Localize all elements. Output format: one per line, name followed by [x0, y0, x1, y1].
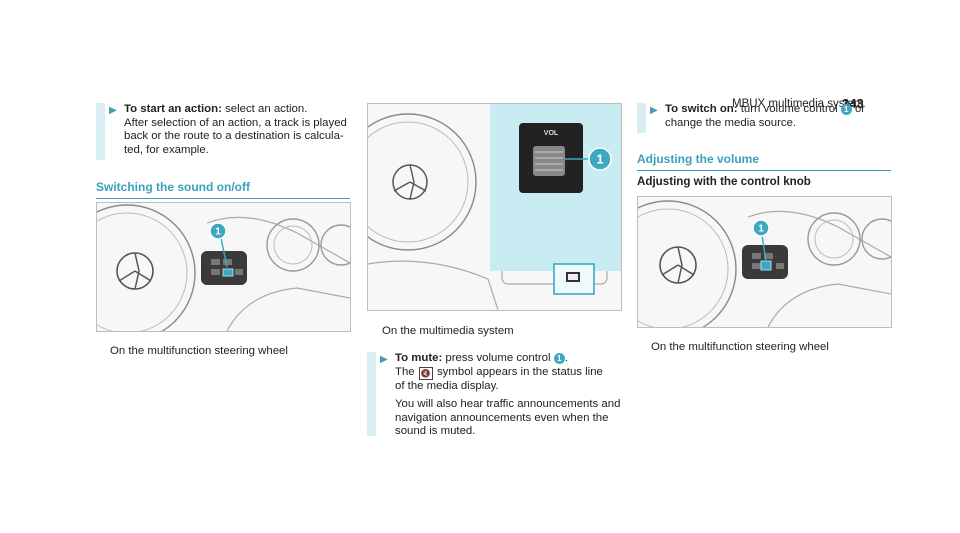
section-heading-adjusting-volume: Adjusting the volume [637, 152, 891, 171]
step-text: press volume control [445, 352, 551, 364]
svg-text:1: 1 [758, 224, 764, 235]
step-bar [637, 103, 646, 133]
svg-text:1: 1 [596, 152, 603, 167]
figure-caption: On the multifunction steering wheel [651, 341, 829, 353]
step-line: You will also hear traffic announcements… [395, 398, 621, 411]
step-line: back or the route to a destination is ca… [124, 130, 344, 143]
step-line: After selection of an action, a track is… [124, 116, 347, 129]
step-bar [96, 103, 105, 160]
step-text: select an action. [225, 103, 308, 115]
step-line: of the media display. [395, 379, 499, 392]
step-line: navigation announcements even when the [395, 411, 609, 424]
step-text: symbol appears in the status line [436, 365, 603, 378]
svg-text:1: 1 [215, 227, 221, 238]
step-text: turn volume control [740, 103, 838, 115]
vol-label: VOL [544, 130, 559, 137]
speaker-muted-icon: 🔇 [418, 366, 433, 380]
callout-badge: 1 [840, 104, 852, 115]
step-text: or [854, 103, 866, 115]
step-switch-on: ▶ To switch on: turn volume control 1 or… [637, 103, 892, 133]
figure-caption: On the multifunction steering wheel [110, 345, 288, 357]
figure-caption: On the multimedia system [382, 325, 514, 337]
step-line: change the media source. [665, 116, 797, 129]
step-arrow-icon: ▶ [380, 354, 388, 365]
callout-badge: 1 [553, 353, 565, 364]
step-bar [367, 352, 376, 436]
punctuation: . [564, 352, 568, 364]
figure-steering-wheel: 1 [637, 196, 892, 328]
figure-steering-wheel: 1 [96, 202, 351, 332]
step-lead: To start an action: [124, 103, 222, 115]
sub-heading-control-knob: Adjusting with the control knob [637, 175, 811, 188]
step-line: ted, for example. [124, 143, 209, 156]
step-line: sound is muted. [395, 425, 476, 438]
step-mute: ▶ To mute: press volume control 1. The 🔇… [367, 352, 622, 438]
section-heading-sound-on-off: Switching the sound on/off [96, 180, 350, 199]
figure-media-system: VOL 1 [367, 103, 622, 311]
step-arrow-icon: ▶ [109, 105, 117, 116]
step-arrow-icon: ▶ [650, 105, 658, 116]
running-header-title: MBUX multimedia system [732, 98, 864, 110]
step-start-action: ▶ To start an action: select an action. … [96, 103, 351, 160]
step-text: The [395, 365, 415, 378]
step-lead: To switch on: [665, 103, 738, 115]
step-lead: To mute: [395, 352, 443, 364]
